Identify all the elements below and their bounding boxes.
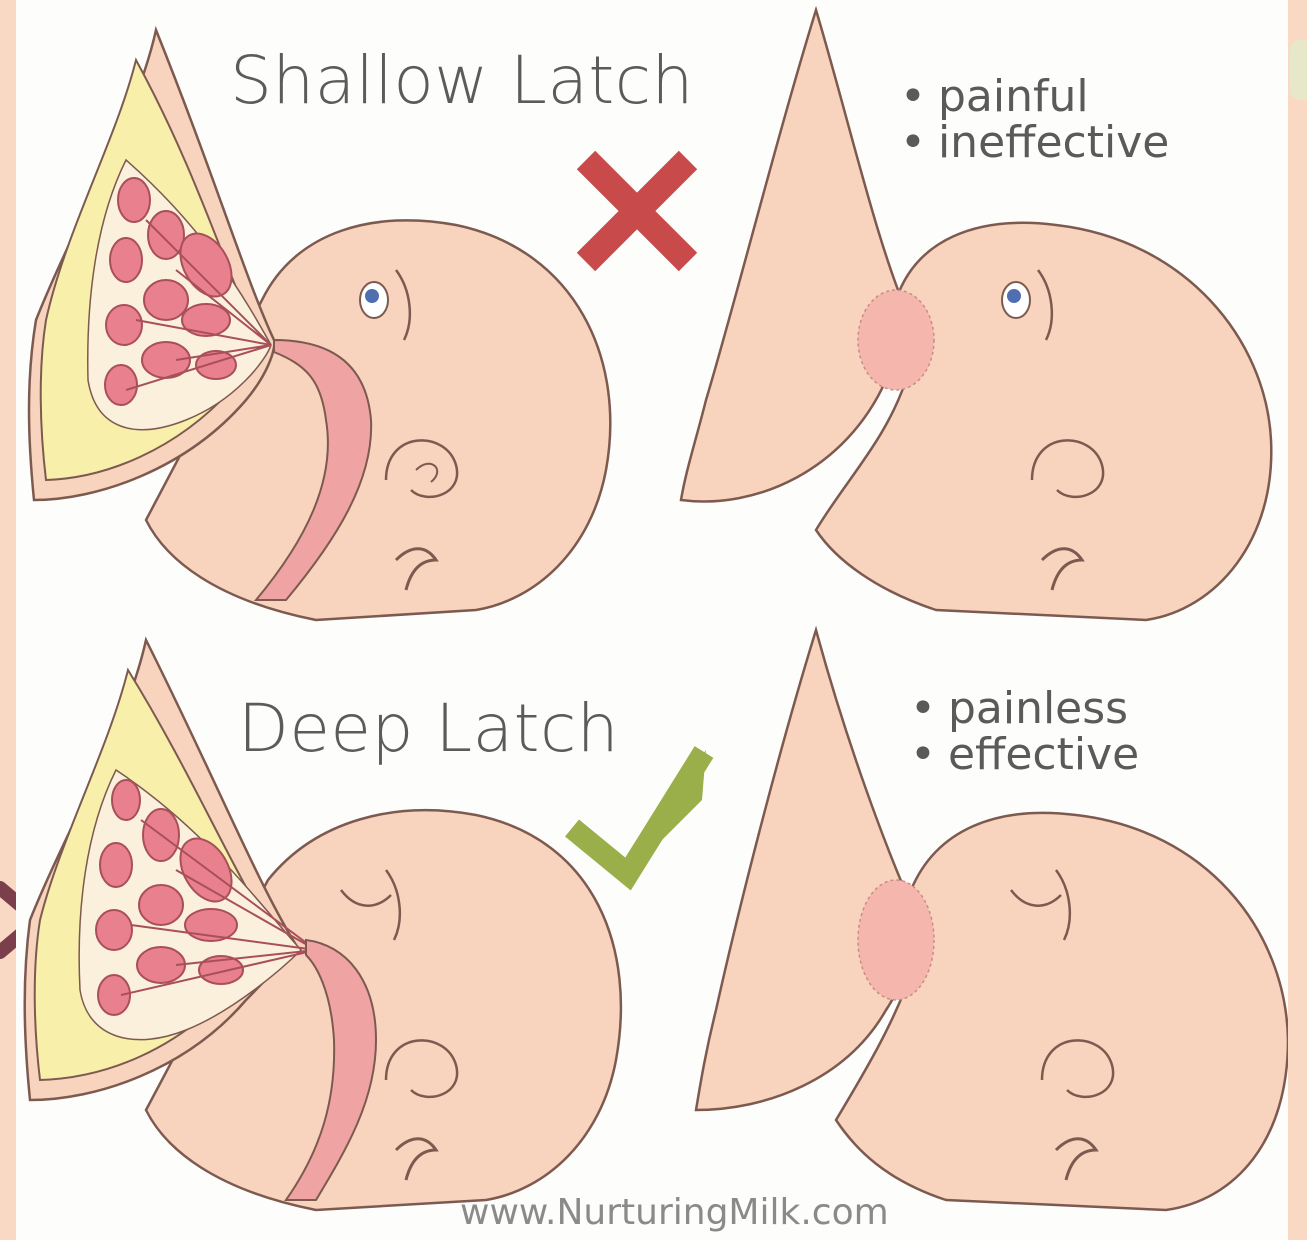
cross-icon xyxy=(586,160,688,262)
source-url: www.NurturingMilk.com xyxy=(460,1192,889,1233)
breast-exterior xyxy=(681,10,906,502)
deep-latch-title: Deep Latch xyxy=(238,690,619,767)
areola xyxy=(858,880,934,1000)
checkmark-icon xyxy=(572,750,706,876)
bullet-item: painful xyxy=(900,74,1169,120)
areola xyxy=(858,290,934,390)
bullet-item: painless xyxy=(910,686,1139,732)
bullet-item: ineffective xyxy=(900,120,1169,166)
shallow-latch-title: Shallow Latch xyxy=(230,42,694,119)
deep-latch-bullets: painless effective xyxy=(910,686,1139,778)
shallow-latch-bullets: painful ineffective xyxy=(900,74,1169,166)
latch-comparison-card: Shallow Latch painful ineffective Deep L… xyxy=(16,0,1288,1240)
illustration xyxy=(16,0,1288,1240)
bullet-item: effective xyxy=(910,732,1139,778)
baby-head-exterior xyxy=(836,813,1288,1210)
decorative-tab xyxy=(1290,40,1307,100)
